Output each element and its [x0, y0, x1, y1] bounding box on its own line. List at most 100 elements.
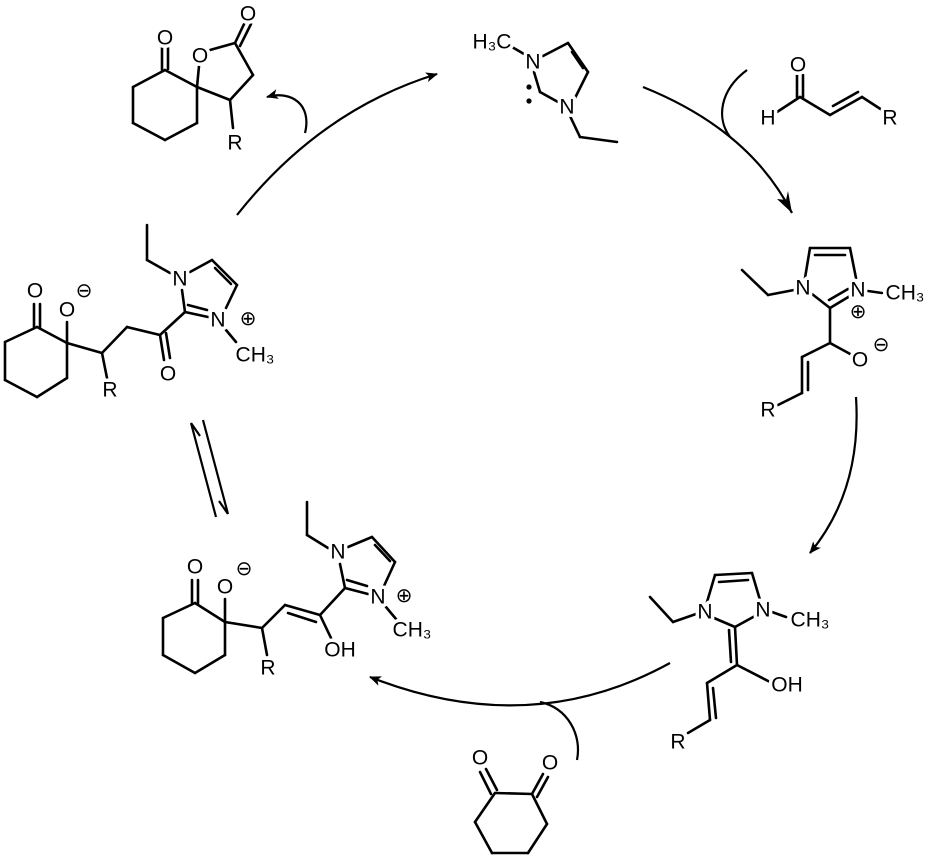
bond [484, 767, 499, 792]
enal-substrate [775, 73, 884, 117]
bond [224, 328, 238, 344]
bond [860, 95, 884, 112]
bond [538, 90, 560, 104]
acyl-azolium-alkoxide-intermediate [3, 223, 239, 399]
bond [775, 95, 802, 114]
breslow-intermediate [648, 571, 788, 735]
atom-label: N [697, 601, 712, 624]
bond [193, 653, 227, 675]
negative-charge-icon: ⊖ [873, 332, 890, 356]
atom-label: H [760, 107, 775, 130]
cycle-arrow-to-adduct [642, 85, 793, 214]
bond [346, 535, 374, 549]
bond [193, 601, 227, 624]
equilibrium-arrow-up [189, 422, 218, 518]
positive-charge-icon: ⊕ [240, 306, 257, 330]
atom-label: O [542, 752, 558, 775]
atom-label: O [59, 299, 75, 322]
atom-label: O [192, 45, 208, 68]
bond [158, 310, 187, 337]
bond [705, 681, 712, 722]
bond [828, 341, 854, 357]
bond [382, 560, 397, 588]
bond [510, 45, 526, 56]
bond [283, 603, 322, 617]
bond [345, 578, 369, 588]
bond [568, 114, 582, 139]
bond [188, 258, 214, 274]
bond [195, 85, 232, 102]
bond [810, 292, 832, 310]
atom-label: O [472, 747, 488, 770]
bond [530, 772, 545, 796]
atom-label: R [102, 379, 117, 402]
bond [223, 620, 264, 630]
bond [733, 625, 739, 667]
atom-label: N [172, 268, 187, 291]
atom-label: N [210, 309, 225, 332]
cycle-arrows [189, 69, 858, 761]
atom-label: N [850, 279, 865, 302]
bond [208, 41, 237, 52]
arrowhead-icon [777, 191, 792, 213]
equilibrium-arrow-down [201, 419, 230, 515]
dione-entry-hook [539, 700, 580, 761]
atom-label: R [260, 657, 275, 680]
atom-label: N [755, 599, 770, 622]
atom-label: O [217, 576, 233, 599]
atom-label: N [330, 541, 345, 564]
positive-charge-icon: ⊕ [850, 299, 867, 323]
atom-label: CH₃ [236, 344, 275, 367]
lone-pair-dot [526, 98, 532, 104]
bond [286, 611, 318, 624]
cycle-arrow-to-breslow [809, 396, 858, 554]
bond [733, 614, 757, 629]
bond [776, 391, 804, 407]
atom-label: O [790, 54, 806, 77]
bond [713, 571, 754, 577]
release-product-hook-arrow [266, 89, 308, 134]
bond [233, 41, 255, 77]
bond [770, 610, 788, 619]
bond [828, 95, 864, 117]
bond [180, 288, 187, 314]
bond [671, 612, 698, 624]
bond [493, 791, 534, 796]
bond [712, 616, 737, 629]
bond [473, 791, 497, 824]
lone-pair-dot [526, 84, 532, 90]
atom-label: R [670, 731, 685, 754]
bond [131, 121, 167, 142]
atom-label: N [525, 51, 540, 74]
bond [260, 626, 269, 657]
bond [384, 605, 398, 621]
bond [3, 378, 39, 399]
atom-label: O [157, 27, 173, 50]
cycle-arrow-to-enol [369, 662, 671, 707]
bond [566, 41, 590, 74]
spirolactone-product [131, 20, 255, 142]
bond [186, 303, 209, 312]
bond [803, 246, 812, 280]
bond [711, 686, 718, 720]
atom-label: O [187, 556, 203, 579]
bond [183, 310, 210, 319]
bond [125, 325, 162, 337]
bond [35, 325, 69, 345]
bond [233, 20, 247, 45]
bond [866, 289, 884, 295]
bond [828, 294, 852, 310]
bond [163, 68, 199, 89]
bond [800, 341, 832, 359]
bond [766, 288, 796, 297]
nhc-carbene-catalyst [510, 41, 619, 144]
atom-label: O [852, 349, 868, 372]
bond [163, 121, 199, 142]
bond [831, 90, 860, 108]
bond [478, 770, 493, 796]
atom-label: OH [771, 674, 803, 697]
bond [318, 613, 333, 640]
bond [161, 601, 197, 620]
